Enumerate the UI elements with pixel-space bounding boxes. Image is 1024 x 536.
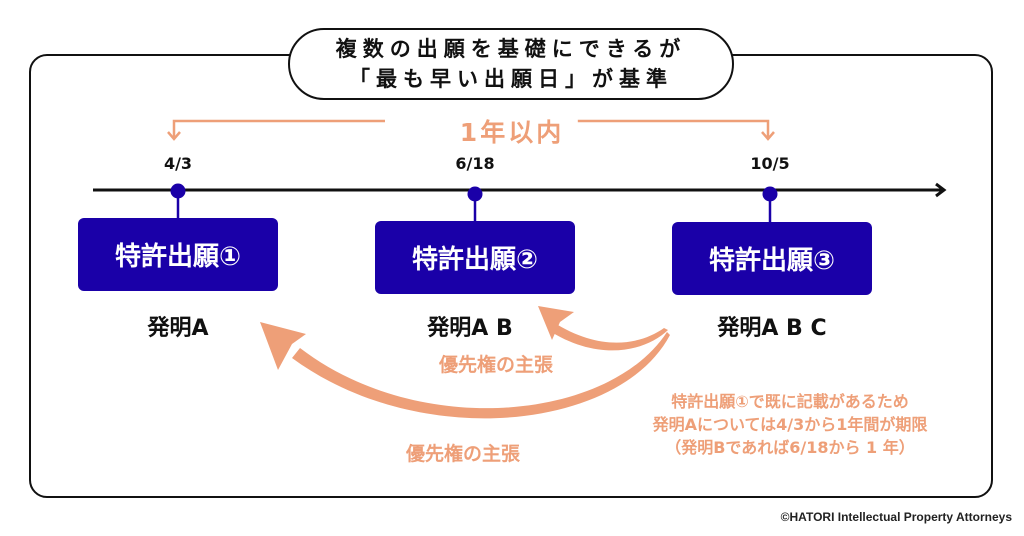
application-box-3: 特許出願③ — [672, 222, 872, 295]
date-label-2: 6/18 — [455, 154, 495, 173]
title-line-2: 「最も早い出願日」が基準 — [349, 67, 673, 91]
application-label-1: 特許出願① — [114, 242, 241, 272]
priority-arrow-long — [292, 332, 670, 419]
application-label-2: 特許出願② — [411, 245, 538, 275]
period-arrowhead-left — [167, 131, 181, 141]
note-line-1: 特許出願①で既に記載があるため — [671, 392, 909, 411]
date-label-3: 10/5 — [750, 154, 790, 173]
note-line-3: （発明Bであれば6/18から 1 年） — [665, 438, 915, 457]
priority-arrowhead-short — [538, 306, 574, 340]
priority-note: 特許出願①で既に記載があるため 発明Aについては4/3から1年間が期限 （発明B… — [653, 390, 928, 459]
note-line-2: 発明Aについては4/3から1年間が期限 — [652, 415, 928, 434]
period-arrowhead-right — [761, 131, 775, 141]
priority-arrow-short — [548, 322, 668, 351]
timeline-dot-2 — [467, 186, 483, 202]
period-label: 1年以内 — [445, 113, 579, 149]
priority-claim-label-2: 優先権の主張 — [405, 443, 521, 465]
period-bracket — [167, 119, 775, 141]
application-box-1: 特許出願① — [78, 218, 278, 291]
invention-label-2: 発明A B — [427, 316, 513, 341]
timeline-arrowhead — [935, 182, 947, 198]
application-box-2: 特許出願② — [375, 221, 575, 294]
timeline-dot-1 — [170, 183, 186, 199]
period-bracket-right — [555, 119, 770, 138]
timeline-dot-3 — [762, 186, 778, 202]
application-label-3: 特許出願③ — [708, 246, 835, 276]
priority-claim-label-1: 優先権の主張 — [438, 354, 554, 376]
priority-arrowhead-long — [260, 322, 306, 370]
invention-label-3: 発明A B C — [717, 316, 827, 341]
period-bracket-left — [172, 119, 385, 138]
invention-label-1: 発明A — [147, 316, 209, 341]
title-callout: 複数の出願を基礎にできるが 「最も早い出願日」が基準 — [288, 28, 734, 100]
title-line-1: 複数の出願を基礎にできるが — [335, 37, 687, 61]
copyright-text: ©HATORI Intellectual Property Attorneys — [780, 510, 1012, 524]
date-label-1: 4/3 — [163, 154, 193, 173]
